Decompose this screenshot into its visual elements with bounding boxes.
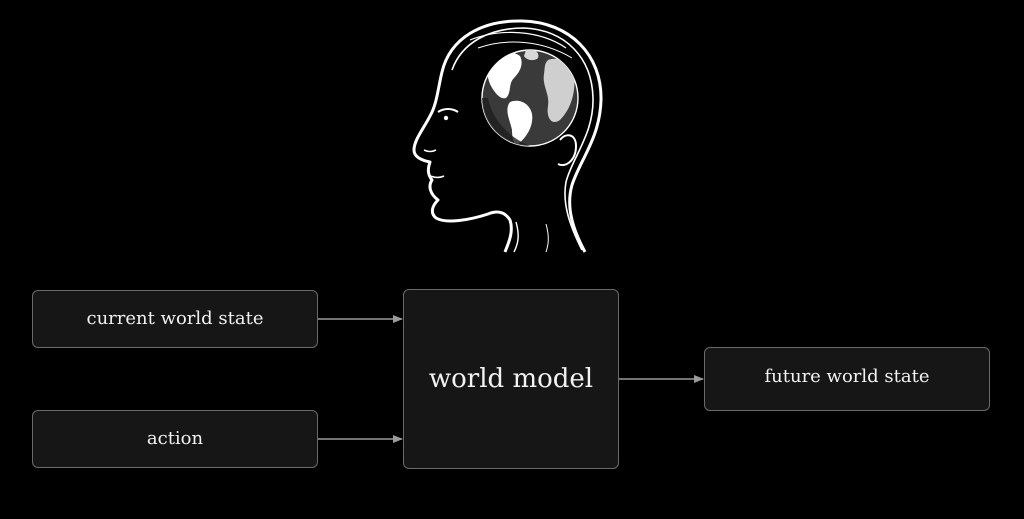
current-world-state-box: current world state (32, 290, 318, 348)
action-label: action (146, 427, 204, 449)
head-inner-contour (451, 27, 594, 251)
action-box: action (32, 410, 318, 468)
world-model-box: world model (403, 289, 619, 469)
globe-icon (481, 49, 579, 147)
current-world-state-label: current world state (86, 307, 264, 329)
future-world-state-box: future world state (704, 347, 990, 411)
future-world-state-label: future world state (764, 365, 930, 387)
world-model-label: world model (428, 364, 594, 394)
ear (557, 134, 578, 166)
